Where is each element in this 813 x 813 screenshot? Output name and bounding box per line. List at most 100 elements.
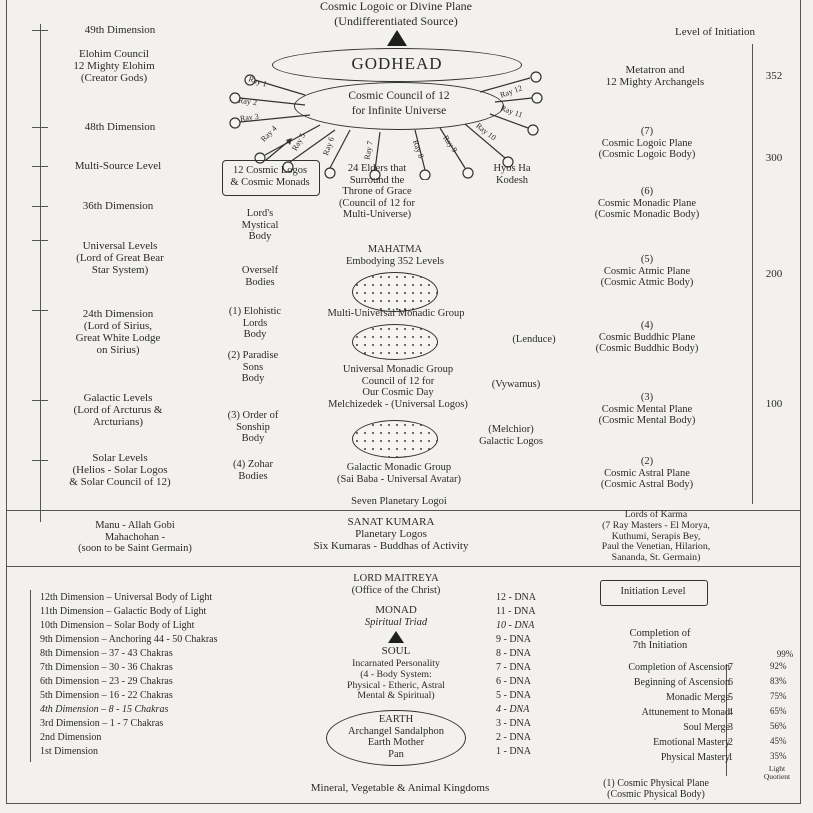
scale-tick [32,400,48,401]
initiation-number: 300 [765,152,783,164]
dimension-row: 10th Dimension – Solar Body of Light [40,620,195,631]
title-line-2: (Undifferentiated Source) [334,14,458,28]
cosmic-logos-box [222,160,320,196]
lords-body-label: Lord's Mystical Body [241,208,279,243]
initiation-num: 5 [728,692,733,703]
left-level-universal: Universal Levels (Lord of Great Bear Sta… [76,240,164,277]
left-level-galactic: Galactic Levels (Lord of Arcturus & Arct… [73,392,163,429]
monad-label: MONAD [375,604,417,616]
dimension-row: 7th Dimension – 30 - 36 Chakras [40,662,173,673]
galactic-dotted-ellipse [352,420,438,458]
overself-label: Overself Bodies [241,265,279,288]
right-scale-line [752,44,753,504]
multi-universal-label: Multi-Universal Monadic Group [327,308,465,319]
completion-7th-label: Completion of 7th Initiation [629,628,691,651]
up-arrow-icon [387,30,407,46]
earth-label: EARTH Archangel Sandalphon Earth Mother … [348,714,444,760]
universal-monadic-label: Universal Monadic Group Council of 12 fo… [328,364,468,410]
initiation-label: Attunement to Monad [641,707,730,718]
divider-lower [6,566,801,567]
dimension-row: 12th Dimension – Universal Body of Light [40,592,213,603]
mahatma-label: MAHATMA Embodying 352 Levels [346,244,444,267]
dimension-row: 6th Dimension – 23 - 29 Chakras [40,676,173,687]
dna-row: 1 - DNA [496,746,531,757]
sonship-label: (3) Order of Sonship Body [227,410,279,445]
left-level-48th: 48th Dimension [84,121,156,133]
dimension-row: 8th Dimension – 37 - 43 Chakras [40,648,173,659]
hyos-label: Hyos Ha Kodesh [493,163,531,186]
initiation-label: Monadic Merge [666,692,730,703]
title-line-1: Cosmic Logoic or Divine Plane [320,0,472,13]
scale-tick [32,460,48,461]
left-level-solar: Solar Levels (Helios - Solar Logos & Sol… [69,452,171,489]
initiation-pct: 75% [770,691,787,701]
initiation-pct: 83% [770,676,787,686]
lower-scale-line [30,590,31,762]
cosmic-council-line-2: for Infinite Universe [351,105,447,117]
soul-label: SOUL [381,645,411,657]
initiation-label: Emotional Mastery [653,737,730,748]
dimension-row: 11th Dimension – Galactic Body of Light [40,606,207,617]
cosmic-council-ellipse [294,82,504,130]
scale-tick [32,310,48,311]
vywamus-label: (Vywamus) [491,379,541,390]
left-level-49th: 49th Dimension [84,24,156,36]
galactic-monadic-label: Galactic Monadic Group (Sai Baba - Unive… [336,462,461,485]
initiation-num: 7 [728,662,733,673]
right-plane-monadic: (6) Cosmic Monadic Plane (Cosmic Monadic… [594,186,700,221]
maitreya-label: LORD MAITREYA (Office of the Christ) [351,573,441,596]
level-of-initiation-header: Level of Initiation [674,26,756,38]
earth-ellipse [326,710,466,766]
initiation-pct: 92% [770,661,787,671]
cosmic-logos-label: 12 Cosmic Logos & Cosmic Monads [230,165,310,188]
mahatma-dotted-ellipse [352,272,438,312]
initiation-num: 4 [728,707,733,718]
scale-tick [32,206,48,207]
cosmic-logos-arrow-icon [265,138,292,161]
kingdoms-label: Mineral, Vegetable & Animal Kingdoms [310,782,490,794]
initiation-label: Completion of Ascension [628,662,730,673]
sanat-kumara-label: SANAT KUMARA Planetary Logos Six Kumaras… [313,516,469,553]
initiation-level-label: Initiation Level [620,586,686,597]
dimension-row: 1st Dimension [40,746,99,757]
initiation-pct: 65% [770,706,787,716]
right-plane-buddhic: (4) Cosmic Buddhic Plane (Cosmic Buddhic… [595,320,699,355]
dna-row: 6 - DNA [496,676,531,687]
initiation-num: 2 [728,737,733,748]
dimension-row: 9th Dimension – Anchoring 44 - 50 Chakra… [40,634,218,645]
left-level-multi-source: Multi-Source Level [74,160,162,172]
left-level-elohim: Elohim Council 12 Mighty Elohim (Creator… [73,48,155,85]
divider-upper [6,510,801,511]
scale-tick [32,166,48,167]
dna-row: 12 - DNA [496,592,536,603]
initiation-number: 352 [765,70,783,82]
initiation-pct: 56% [770,721,787,731]
left-scale-line [40,24,41,522]
initiation-num: 3 [728,722,733,733]
initiation-number-line [726,664,727,776]
left-level-36th: 36th Dimension [82,200,154,212]
seven-planetary-label: Seven Planetary Logoi [351,496,447,507]
initiation-label: Beginning of Ascension [633,677,730,688]
dimension-row: 2nd Dimension [40,732,102,743]
right-plane-atmic: (5) Cosmic Atmic Plane (Cosmic Atmic Bod… [600,254,694,289]
zohar-label: (4) Zohar Bodies [233,459,273,482]
cosmic-council-line-1: Cosmic Council of 12 [348,90,450,102]
dna-row: 9 - DNA [496,634,531,645]
melchior-label: (Melchior) Galactic Logos [479,424,543,447]
right-plane-metatron: Metatron and 12 Mighty Archangels [605,64,705,89]
dna-row: 7 - DNA [496,662,531,673]
monad-arrow-icon [388,631,404,643]
top-percentage: 99% [776,649,794,659]
elohistic-label: (1) Elohistic Lords Body [228,306,282,341]
paradise-label: (2) Paradise Sons Body [227,350,279,385]
physical-plane-label: (1) Cosmic Physical Plane (Cosmic Physic… [603,778,709,800]
initiation-label: Soul Merge [683,722,730,733]
initiation-number: 100 [765,398,783,410]
initiation-num: 1 [728,752,733,763]
dna-row: 10 - DNA [496,620,535,631]
initiation-level-box [600,580,708,606]
right-plane-logoic: (7) Cosmic Logoic Plane (Cosmic Logoic B… [598,126,696,161]
dna-row: 11 - DNA [496,606,536,617]
